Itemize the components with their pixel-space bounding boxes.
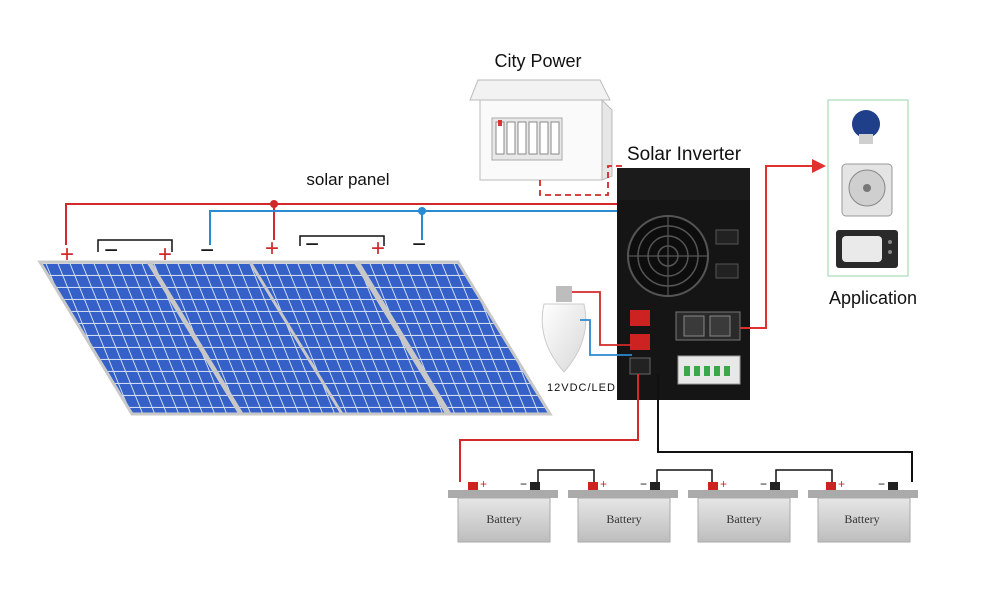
negative-junction (418, 207, 426, 215)
panel-3-plus: + (265, 235, 279, 262)
tv-appliance-icon (836, 230, 898, 268)
dc-led-positive-wire (572, 291, 632, 346)
panel-2-minus: − (200, 237, 214, 264)
battery-3: + − Battery (688, 477, 798, 543)
battery-2-minus: − (640, 477, 647, 491)
ac-output-wire (740, 165, 812, 329)
battery-1-plus: + (480, 477, 487, 491)
application-frame (827, 99, 909, 277)
solar-inverter (617, 168, 750, 400)
battery-4-label: Battery (844, 512, 879, 526)
positive-junction (270, 200, 278, 208)
battery-bank: + − Battery + − Battery + − Battery (448, 477, 918, 543)
battery-link-1 (537, 469, 595, 484)
fan-appliance-icon (841, 163, 893, 217)
solar-panel-4 (355, 260, 553, 416)
battery-4: + − Battery (808, 477, 918, 543)
city-power-breaker-box (469, 79, 613, 181)
panel-1-plus: + (60, 241, 74, 268)
solar-panel-1 (37, 260, 243, 416)
city-power-dashed-link (539, 165, 625, 196)
application-label: Application (829, 288, 917, 308)
battery-link-3 (775, 469, 833, 484)
bulb-appliance-icon (852, 110, 880, 144)
battery-2: + − Battery (568, 477, 678, 543)
battery-1: + − Battery (448, 477, 558, 543)
city-power-label: City Power (494, 51, 581, 71)
dc-led-label: 12VDC/LED (547, 382, 616, 394)
panel-4-minus: − (412, 231, 426, 258)
panel-series-link-1 (97, 239, 173, 252)
battery-3-plus: + (720, 477, 727, 491)
panel-1-minus: − (104, 237, 118, 264)
battery-4-minus: − (878, 477, 885, 491)
solar-panel-label: solar panel (306, 170, 389, 189)
panel-2-plus: + (158, 241, 172, 268)
battery-1-minus: − (520, 477, 527, 491)
battery-3-label: Battery (726, 512, 761, 526)
solar-inverter-label: Solar Inverter (627, 144, 742, 165)
battery-2-label: Battery (606, 512, 641, 526)
panel-4-plus: + (371, 235, 385, 262)
solar-panel-3 (247, 260, 450, 416)
dc-led-bulb-icon (541, 286, 587, 373)
dc-led-negative-wire (580, 319, 632, 356)
battery-positive-cable (459, 374, 639, 482)
battery-4-plus: + (838, 477, 845, 491)
panel-3-minus: − (305, 231, 319, 258)
battery-2-plus: + (600, 477, 607, 491)
battery-negative-cable (657, 374, 913, 482)
ac-output-arrow (812, 159, 826, 173)
battery-link-2 (656, 469, 713, 484)
solar-panel-array (37, 260, 553, 416)
panel-series-link-2 (299, 235, 385, 246)
battery-3-minus: − (760, 477, 767, 491)
battery-1-label: Battery (486, 512, 521, 526)
